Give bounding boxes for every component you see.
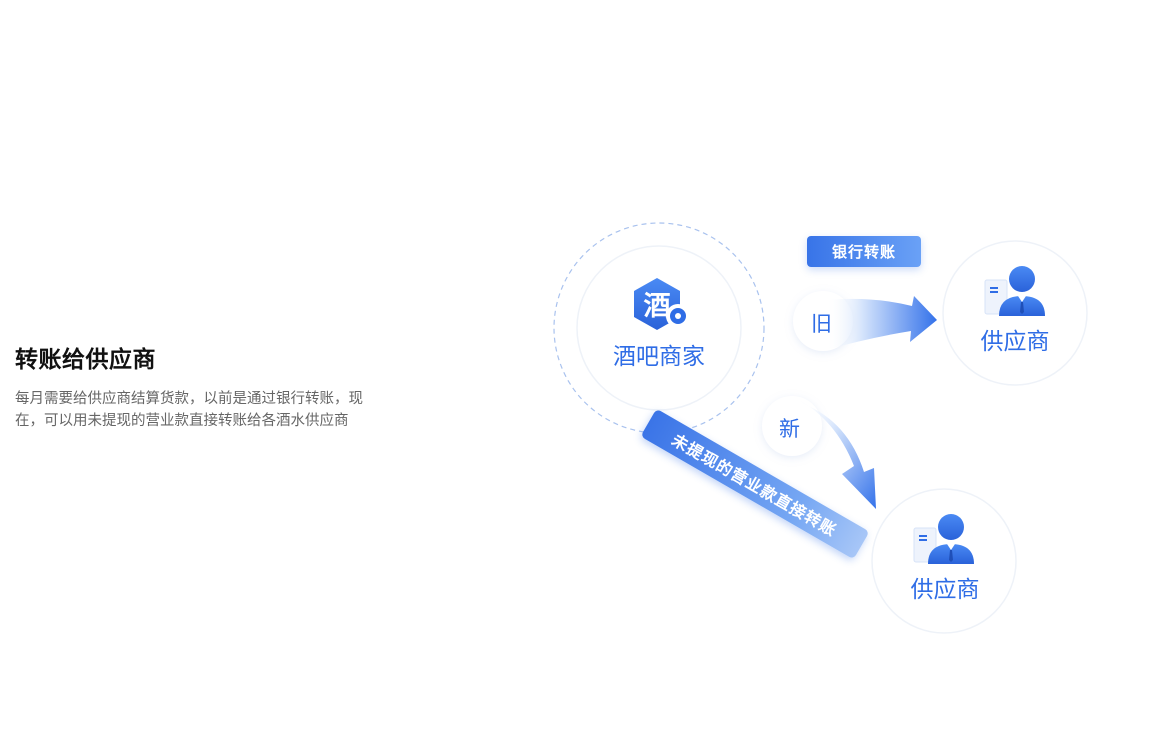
new-method-label: 新 [779,417,800,441]
wine-shop-icon: 酒 [634,278,690,330]
new-transfer-arrow [796,398,876,509]
supplier-person-icon [913,514,974,564]
supplier-person-icon [984,266,1045,316]
supplier-top-label: 供应商 [980,329,1050,355]
supplier-bottom-label: 供应商 [910,577,980,603]
page-title: 转账给供应商 [15,347,156,373]
page-description: 每月需要给供应商结算货款，以前是通过银行转账，现在，可以用未提现的营业款直接转账… [15,391,363,429]
old-transfer-arrow [826,296,937,350]
bank-transfer-badge: 银行转账 [807,236,921,267]
merchant-label: 酒吧商家 [613,344,705,370]
new-label-circle [762,396,822,456]
merchant-icon-char: 酒 [644,291,671,322]
old-method-label: 旧 [811,312,832,336]
